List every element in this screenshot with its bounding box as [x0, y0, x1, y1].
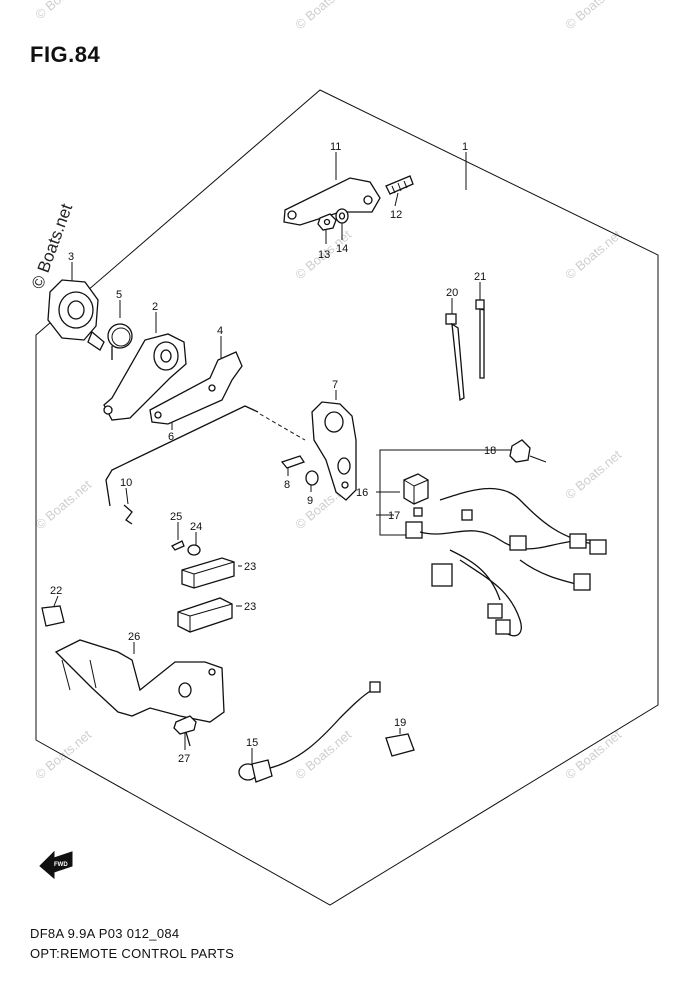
callout-5: 5 — [116, 289, 122, 301]
callout-labels: 1 11 12 13 14 3 5 2 4 7 6 8 9 10 20 21 1… — [50, 141, 496, 765]
nut-hole — [323, 218, 331, 226]
block-part-23b — [177, 597, 233, 633]
plug-part-18 — [509, 439, 547, 463]
spring-part-5 — [107, 323, 133, 360]
callout-22: 22 — [50, 585, 62, 597]
arm-part-7 — [311, 401, 357, 501]
tie-part-20 — [445, 313, 465, 402]
callout-4: 4 — [217, 325, 223, 337]
cam-part-3 — [47, 279, 105, 351]
watermark: © Boats.net — [292, 0, 354, 32]
pin-part-8 — [280, 455, 306, 469]
figure-title: FIG.84 — [30, 42, 101, 67]
callout-8: 8 — [284, 479, 290, 491]
watermark: © Boats.net — [32, 727, 94, 783]
wiring-harness — [405, 487, 607, 637]
bracket-part-26 — [54, 639, 225, 723]
callout-1: 1 — [462, 141, 468, 153]
watermark: © Boats.net — [562, 227, 624, 283]
callout-3: 3 — [68, 251, 74, 263]
watermark-vertical: © Boats.net — [28, 201, 76, 291]
block-part-23a — [181, 557, 235, 589]
bracket-part-11 — [283, 177, 381, 226]
callout-24: 24 — [190, 521, 202, 533]
figure-caption: OPT:REMOTE CONTROL PARTS — [30, 946, 235, 961]
callout-7: 7 — [332, 379, 338, 391]
callout-15: 15 — [246, 737, 258, 749]
washer-part-9 — [305, 470, 319, 486]
callout-20: 20 — [446, 287, 458, 299]
callout-10: 10 — [120, 477, 132, 489]
callout-18: 18 — [484, 445, 496, 457]
clip-part-10 — [123, 504, 133, 525]
watermark: © Boats.net — [562, 447, 624, 503]
bolt-part-27 — [173, 715, 197, 747]
callout-27: 27 — [178, 753, 190, 765]
callout-13: 13 — [318, 249, 330, 261]
callout-17: 17 — [388, 510, 400, 522]
callout-11: 11 — [330, 141, 341, 153]
callout-23a: 23 — [244, 561, 256, 573]
washer-part-24 — [187, 544, 201, 556]
fwd-arrow: FWD — [39, 850, 73, 880]
watermark: © Boats.net — [562, 727, 624, 783]
screw-part-25 — [171, 540, 185, 551]
rod-part-6 — [105, 405, 306, 507]
callout-14: 14 — [336, 243, 348, 255]
figure-code: DF8A 9.9A P03 012_084 — [30, 926, 180, 941]
callout-9: 9 — [307, 495, 313, 507]
tie-part-21 — [475, 299, 485, 379]
plate-part-4 — [149, 351, 243, 425]
bolt-part-12 — [385, 175, 414, 195]
watermark: © Boats.net — [562, 0, 624, 32]
watermark: © Boats.net — [32, 0, 94, 22]
lever-part-2 — [103, 333, 187, 421]
relay-part-16 — [403, 473, 429, 505]
callout-16: 16 — [356, 487, 368, 499]
callout-6: 6 — [168, 431, 174, 443]
washer-hole — [338, 212, 346, 220]
callout-12: 12 — [390, 209, 402, 221]
cap-part-17 — [413, 507, 423, 517]
callout-25: 25 — [170, 511, 182, 523]
pad-part-22 — [41, 605, 65, 627]
grommet-part-19 — [385, 733, 415, 757]
callout-21: 21 — [474, 271, 486, 283]
leader-lines — [53, 152, 512, 765]
callout-23b: 23 — [244, 601, 256, 613]
callout-2: 2 — [152, 301, 158, 313]
callout-19: 19 — [394, 717, 406, 729]
fwd-label: FWD — [54, 862, 68, 868]
assembly-boundary — [35, 89, 659, 906]
callout-26: 26 — [128, 631, 140, 643]
watermark: © Boats.net — [32, 477, 94, 533]
cable-part-15 — [238, 681, 381, 783]
